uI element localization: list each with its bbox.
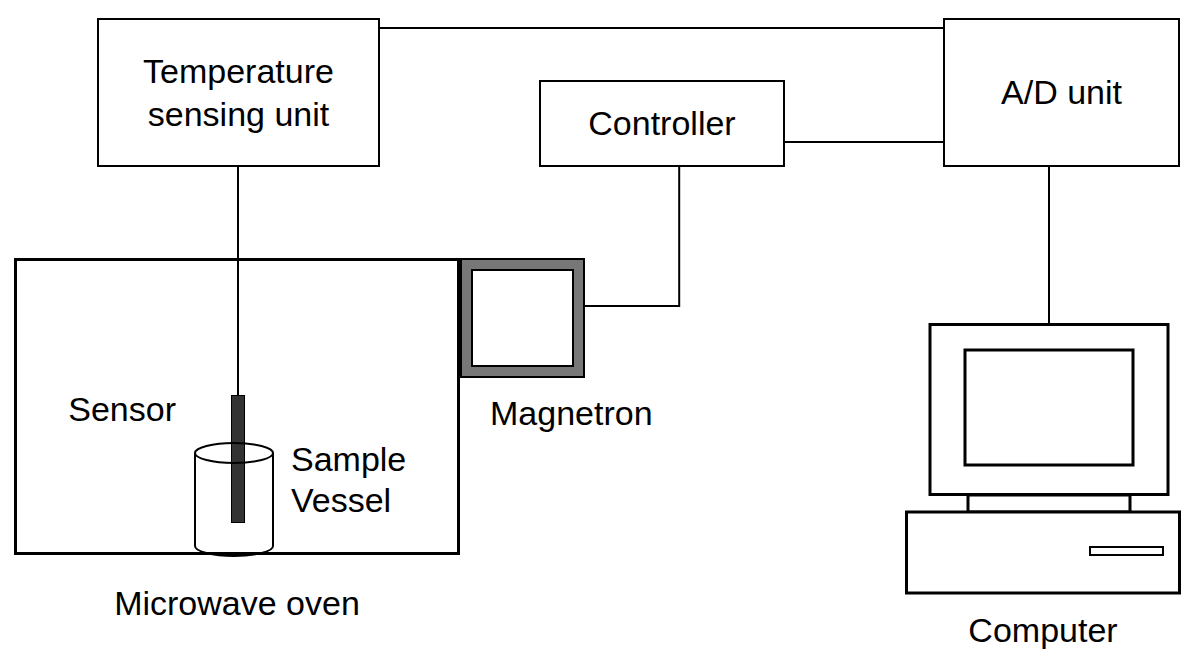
part-label: Magnetron	[490, 392, 653, 435]
part-label: Sample Vessel	[291, 439, 421, 521]
unit-box: A/D unit	[943, 18, 1180, 167]
unit-box: Temperature sensing unit	[97, 18, 380, 167]
part-label: Sensor	[68, 388, 176, 431]
shape-outline	[460, 258, 585, 378]
box-label: Controller	[588, 102, 735, 145]
connector-line	[585, 167, 679, 306]
box-label: Temperature sensing unit	[109, 50, 368, 135]
computer-icon: Computer	[905, 323, 1181, 595]
sample-vessel: Sample Vessel	[193, 441, 275, 558]
box-label: A/D unit	[1001, 71, 1122, 114]
shape-outline	[905, 323, 1181, 595]
shape-outline	[193, 441, 275, 558]
magnetron-box: Magnetron	[460, 258, 585, 378]
connector-line	[1048, 167, 1050, 323]
caption-label: Computer	[968, 609, 1117, 652]
caption-label: Microwave oven	[114, 582, 360, 625]
controller-box: Controller	[539, 80, 785, 167]
connector-line	[785, 141, 943, 143]
oven-box: Microwave ovenSensorSample Vessel	[14, 258, 460, 555]
sensor-rod: Sensor	[231, 395, 245, 523]
connector-line	[380, 27, 943, 29]
connector-line	[237, 167, 239, 395]
